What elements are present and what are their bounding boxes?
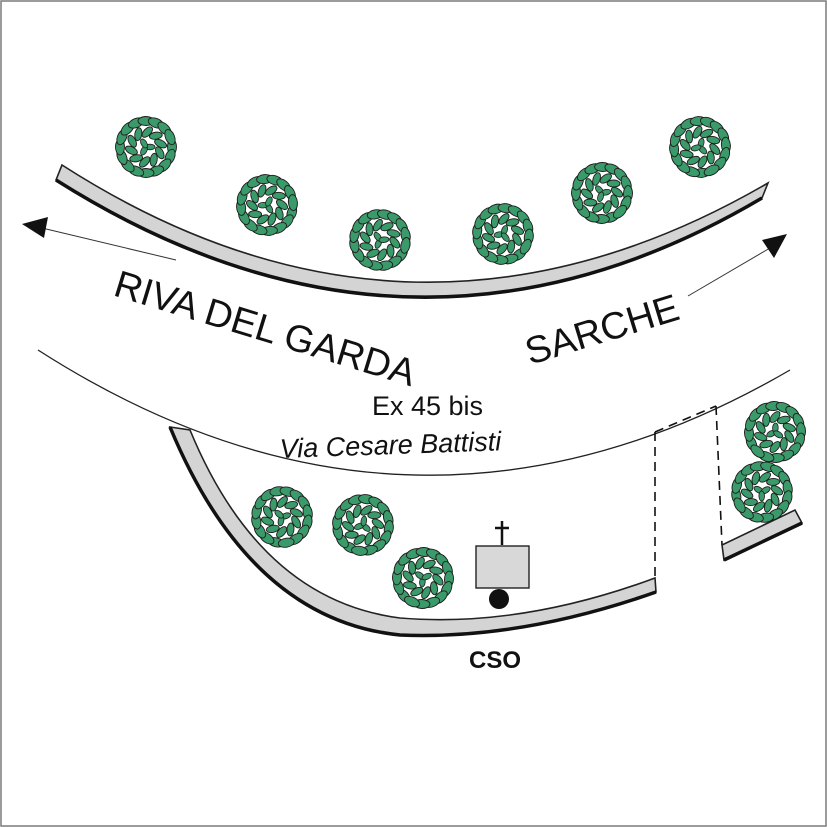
tree-leaf (769, 441, 781, 453)
tree-leaf (164, 129, 176, 146)
road-number-label: Ex 45 bis (372, 391, 483, 421)
tree-leaf (690, 144, 702, 152)
tree-leaf (400, 237, 411, 254)
south-curb (168, 425, 657, 638)
tree-leaf (286, 522, 295, 537)
tree-leaf (360, 515, 368, 527)
tree-icon (571, 162, 633, 224)
tree-leaf (277, 537, 295, 548)
tree-icon (669, 116, 731, 178)
station-code-label: CSO (469, 647, 521, 674)
road-centreline (37, 349, 791, 476)
tree-leaf (140, 138, 148, 149)
east-curb (721, 508, 804, 562)
tree-icon (251, 486, 313, 548)
tree-leaf (753, 501, 765, 513)
tree-leaf (706, 150, 715, 165)
tree-leaf (421, 572, 432, 581)
tree-leaf (378, 236, 390, 243)
tree-group (115, 116, 806, 609)
tree-leaf (344, 530, 359, 539)
arrow-right-icon (687, 234, 787, 297)
tree-leaf (597, 191, 605, 203)
tree-leaf (773, 430, 784, 439)
tree-icon (332, 494, 394, 556)
tree-leaf (766, 477, 781, 486)
tree-leaf (154, 138, 168, 149)
tree-leaf (501, 232, 510, 242)
tree-leaf (367, 511, 382, 520)
tree-leaf (519, 238, 532, 255)
tree-icon (349, 209, 411, 271)
tree-leaf (265, 196, 273, 207)
shrine (475, 521, 530, 609)
tree-leaf (389, 236, 401, 249)
tree-leaf (421, 586, 431, 600)
tree-leaf (276, 199, 288, 210)
tree-leaf (733, 497, 746, 513)
north-curb (55, 163, 770, 299)
tree-leaf (512, 233, 522, 246)
tree-leaf (606, 179, 621, 188)
tree-leaf (274, 509, 284, 519)
tree-leaf (610, 194, 619, 208)
tree-leaf (364, 532, 374, 546)
tree-icon (236, 174, 298, 236)
station-dot-icon (489, 589, 509, 609)
side-road-dashes (654, 405, 723, 578)
tree-leaf (703, 164, 720, 177)
tree-leaf (248, 210, 263, 219)
tree-leaf (758, 490, 765, 502)
tree-icon (115, 116, 177, 178)
shrine-box (475, 545, 530, 589)
tree-leaf (612, 204, 628, 219)
tree-icon (744, 401, 806, 463)
arrow-left-icon (22, 217, 177, 261)
tree-icon (472, 203, 534, 265)
tree-leaf (583, 198, 598, 207)
tree-leaf (351, 545, 368, 556)
tree-leaf (404, 595, 420, 608)
tree-leaf (271, 191, 286, 200)
tree-icon (731, 461, 793, 523)
tree-icon (392, 547, 454, 609)
tree-leaf (750, 444, 765, 459)
tree-leaf (287, 194, 298, 212)
cross-icon (495, 521, 509, 545)
